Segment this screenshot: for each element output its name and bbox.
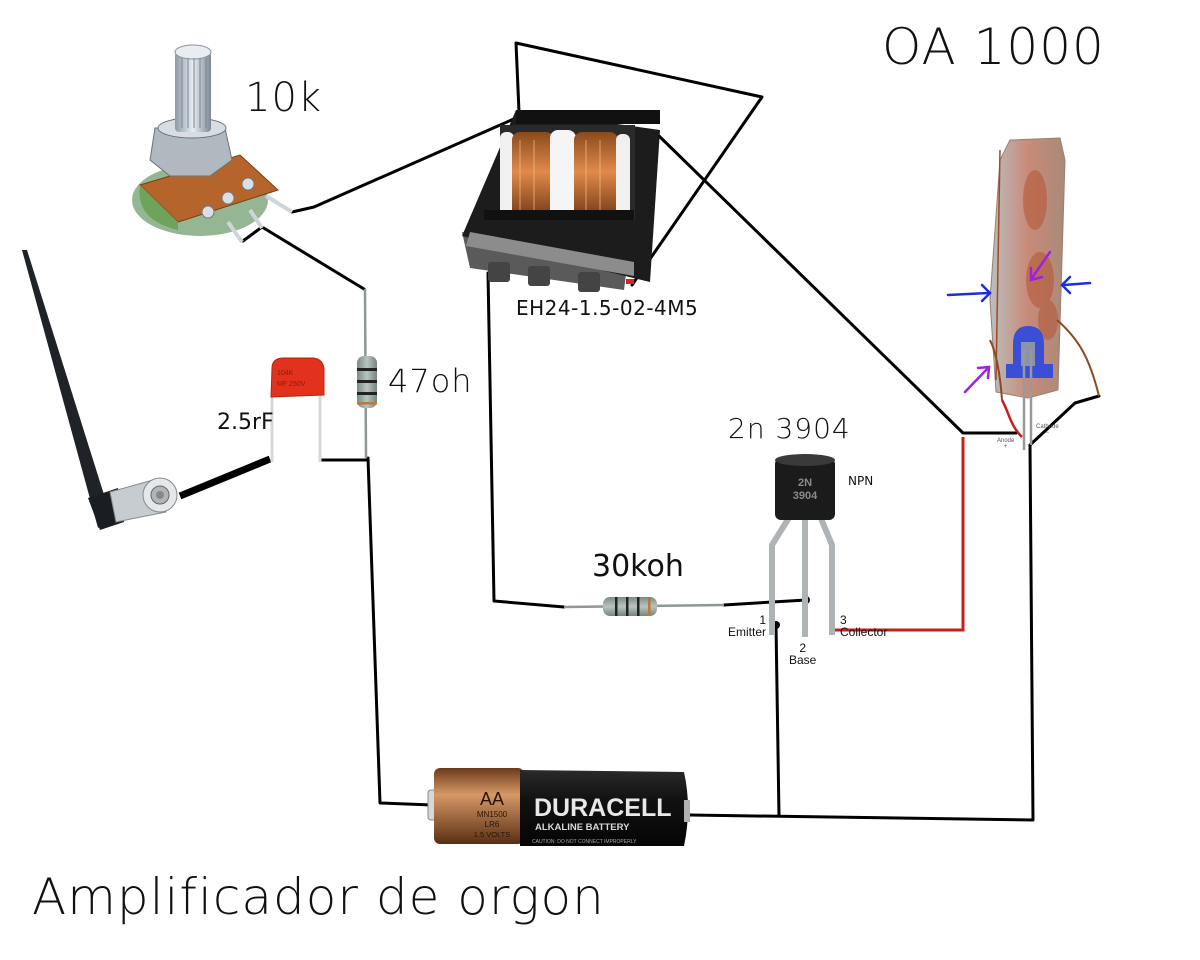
capacitor: 104K MF 250V bbox=[270, 357, 325, 462]
wire-battery-to-cathode bbox=[688, 443, 1035, 822]
wire-collector-to-anode bbox=[830, 437, 965, 632]
resistor-30k-label: 30koh bbox=[592, 549, 684, 584]
pin-collector-label: 3 Collector bbox=[840, 614, 887, 638]
capacitor-print-1: 104K bbox=[277, 370, 294, 377]
wire-transformer-to-anode bbox=[656, 133, 1018, 435]
wire-pot-to-47ohm bbox=[241, 225, 366, 291]
pin-base-name: Base bbox=[789, 653, 817, 667]
resistor-47ohm bbox=[357, 288, 377, 459]
transformer-label: EH24-1.5-02-4M5 bbox=[516, 296, 699, 320]
transistor-2n3904: 2N 3904 bbox=[769, 454, 835, 637]
battery-subtitle: ALKALINE BATTERY bbox=[535, 822, 630, 833]
wire-transformer-loop bbox=[514, 41, 764, 287]
capacitor-label: 2.5rF bbox=[217, 410, 274, 435]
resistor-47ohm-label: 47oh bbox=[388, 362, 473, 400]
led-anode-label: Anode + bbox=[997, 438, 1014, 450]
transistor-type-label: NPN bbox=[848, 474, 874, 488]
battery-iec: LR6 bbox=[485, 820, 500, 829]
led-anode-sign: + bbox=[1003, 444, 1008, 450]
diagram-title: Amplificador de orgon bbox=[32, 868, 605, 926]
blue-arrow-left-icon bbox=[946, 283, 992, 303]
transistor-label: 2n 3904 bbox=[728, 412, 851, 445]
capacitor-print-2: MF 250V bbox=[277, 381, 306, 388]
orgone-crystal bbox=[946, 137, 1100, 450]
battery-model: MN1500 bbox=[477, 810, 508, 819]
purple-arrow-top-icon bbox=[1029, 250, 1052, 282]
transistor-body-line2: 3904 bbox=[793, 490, 818, 502]
wire-emitter-to-ground bbox=[774, 623, 781, 818]
battery-size: AA bbox=[480, 789, 504, 809]
device-label: OA 1000 bbox=[882, 18, 1105, 76]
pin-emitter-label: 1 Emitter bbox=[728, 614, 766, 638]
pin-emitter-name: Emitter bbox=[728, 625, 767, 639]
pin-base-label: 2 Base bbox=[789, 642, 816, 666]
potentiometer bbox=[132, 44, 294, 244]
wire-47ohm-to-battery bbox=[366, 456, 434, 807]
pin-base-number: 2 bbox=[799, 641, 807, 655]
wire-antenna-to-capacitor bbox=[178, 455, 272, 500]
led-cathode-text: Cathode bbox=[1036, 424, 1059, 430]
battery-caution: CAUTION: DO NOT CONNECT IMPROPERLY bbox=[532, 839, 637, 845]
led-cathode-sign: − bbox=[1045, 430, 1050, 436]
wire-transformer-to-30k bbox=[486, 271, 566, 609]
pin-emitter-number: 1 bbox=[759, 613, 767, 627]
battery-brand: DURACELL bbox=[534, 794, 672, 822]
pin-collector-number: 3 bbox=[840, 613, 847, 627]
resistor-30k bbox=[563, 597, 725, 616]
battery-aa: AA MN1500 LR6 1.5 VOLTS DURACELL ALKALIN… bbox=[427, 768, 690, 846]
transformer bbox=[462, 110, 660, 292]
transistor-body-line1: 2N bbox=[798, 477, 812, 489]
wire-pot-to-transformer bbox=[290, 116, 518, 214]
wires bbox=[241, 41, 1101, 822]
antenna bbox=[22, 250, 178, 530]
led-anode-text: Anode bbox=[997, 438, 1015, 444]
wire-cathode-to-crystal bbox=[1028, 394, 1101, 447]
led-cathode-label: Cathode − bbox=[1036, 424, 1059, 436]
blue-arrow-right-icon bbox=[1060, 275, 1092, 295]
battery-voltage: 1.5 VOLTS bbox=[474, 830, 511, 839]
pin-collector-name: Collector bbox=[840, 625, 888, 639]
wire-30k-to-base bbox=[722, 598, 808, 607]
potentiometer-label: 10k bbox=[245, 75, 323, 121]
wire-anode-lead bbox=[1000, 399, 1023, 438]
purple-arrow-bottom-icon bbox=[963, 365, 991, 394]
